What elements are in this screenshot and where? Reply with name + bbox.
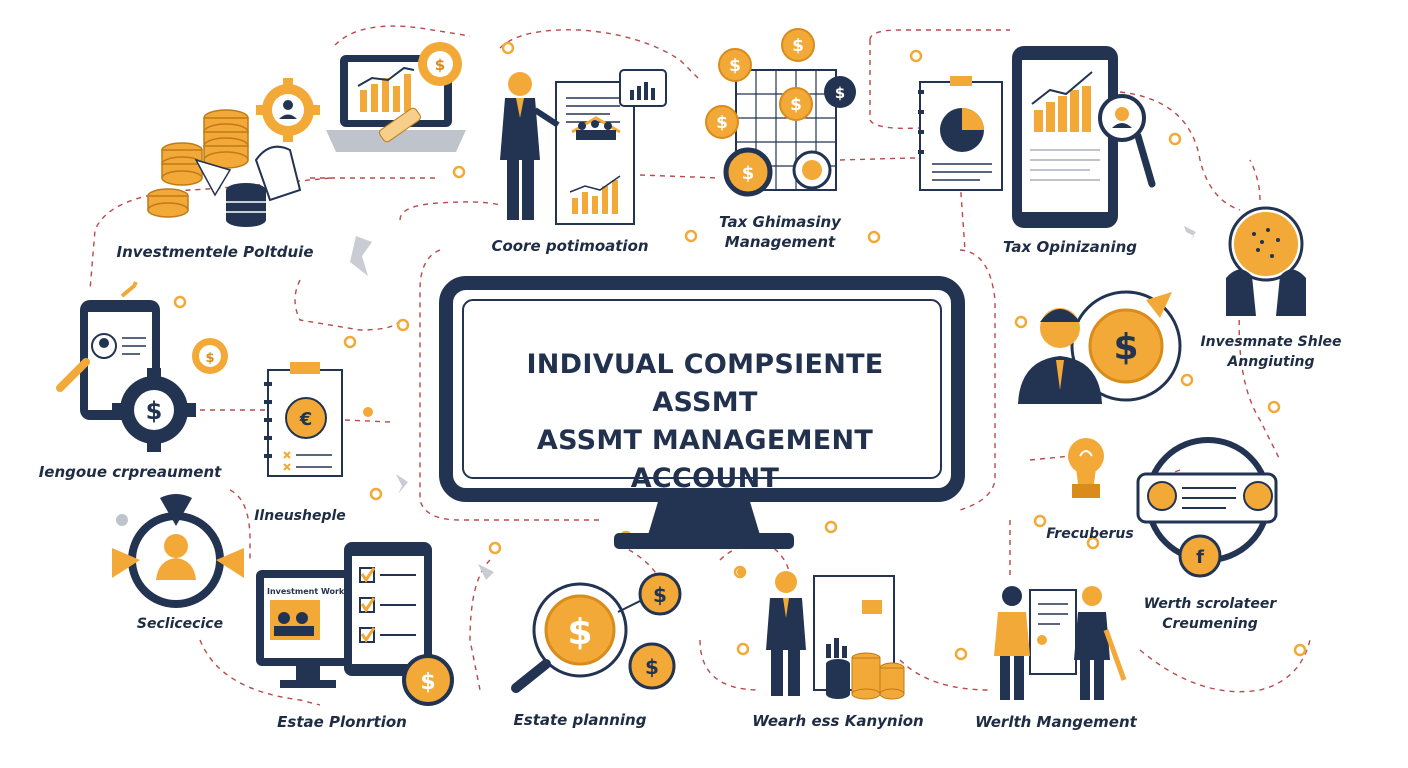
svg-text:€: € <box>299 409 313 430</box>
presenter-icon <box>500 69 667 225</box>
svg-text:$: $ <box>653 583 667 607</box>
advisor-dollar-icon: $ <box>1018 290 1182 404</box>
tablet-chart-icon <box>918 46 1156 228</box>
devices-icon: Investment Works $ <box>256 542 454 706</box>
svg-text:f: f <box>1196 547 1204 568</box>
center-title-line-1: INDIVUAL COMPSIENTE ASSMT <box>526 349 884 418</box>
dollar-magnifier-icon: $ $ $ <box>511 572 682 693</box>
center-title-line-2: ASSMT MANAGEMENT ACCOUNT <box>536 425 874 494</box>
svg-text:$: $ <box>205 351 214 366</box>
label-estate-plantation: Estae Plonrtion <box>277 713 407 731</box>
svg-text:$: $ <box>645 655 659 679</box>
label-income-management: Iengoue crpreaument <box>38 463 222 481</box>
central-monitor <box>439 276 965 549</box>
gear-dollar-icon: $ $ <box>56 281 228 452</box>
svg-text:$: $ <box>835 84 845 102</box>
hands-globe-icon <box>1226 206 1306 316</box>
label-tax-management: Tax Ghimasiny Management <box>719 213 841 251</box>
person-cycle-icon <box>112 494 244 608</box>
label-wealth-screening: Werth scrolateer Creumening <box>1143 596 1277 632</box>
label-fraud-checks: Frecuberus <box>1046 526 1134 542</box>
label-service: Seclicecice <box>136 616 224 632</box>
ad-title-text: Investment Works <box>267 587 349 596</box>
label-estate-planning: Estate planning <box>513 711 647 729</box>
couple-document-icon <box>994 586 1127 700</box>
svg-text:$: $ <box>567 612 592 653</box>
lightbulb-icon <box>1068 438 1104 498</box>
sparkle-decorations <box>350 226 1196 580</box>
svg-text:$: $ <box>146 397 163 425</box>
label-wealth-keeping: Wearh ess Kanynion <box>752 712 924 730</box>
label-investment-analyzing: Invesmnate Shlee Anngiuting <box>1200 334 1342 370</box>
label-code-optimization: Coore potimoation <box>491 237 649 255</box>
label-investment-portfolio: Investmentele Poltduie <box>116 243 314 261</box>
coins-stack-icon <box>147 109 302 227</box>
label-tax-optimizing: Tax Opinizaning <box>1002 238 1137 256</box>
label-wealth-management: Werlth Mangement <box>975 713 1137 731</box>
svg-text:$: $ <box>420 670 435 695</box>
label-inheritance: Ilneusheple <box>254 508 346 524</box>
laptop-chart-icon: $ <box>326 42 466 152</box>
svg-text:$: $ <box>1113 327 1138 368</box>
decorative-dots <box>173 41 1307 661</box>
svg-text:$: $ <box>435 56 445 74</box>
gear-user-icon <box>256 78 320 142</box>
advisor-coins-icon <box>766 571 905 700</box>
euro-notebook-icon: € <box>264 362 343 477</box>
profile-badges-icon: f <box>1136 437 1278 578</box>
center-title: INDIVUAL COMPSIENTE ASSMT ASSMT MANAGEME… <box>470 346 940 498</box>
svg-text:$: $ <box>742 163 755 184</box>
coin-grid-icon: $ $ <box>705 28 856 197</box>
